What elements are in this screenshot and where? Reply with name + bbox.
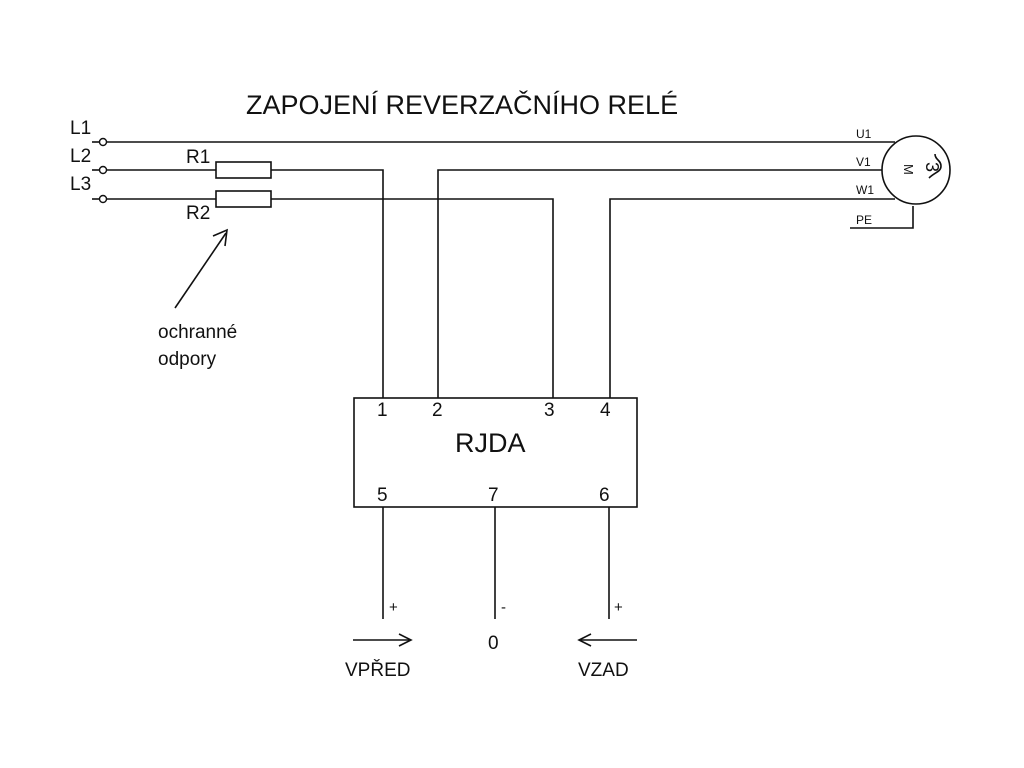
sign-pin6: +: [614, 599, 623, 616]
note-arrow-head-icon: [212, 228, 228, 247]
wire-pin4-W1: [609, 198, 895, 398]
forward-label: VPŘED: [345, 659, 410, 681]
motor-terminal-V1: V1: [856, 155, 871, 169]
motor-terminal-U1: U1: [856, 127, 872, 141]
motor-terminal-PE: PE: [856, 213, 872, 227]
motor-terminal-W1: W1: [856, 183, 874, 197]
wire-R2-pin3: [271, 198, 554, 398]
reverse-label: VZAD: [578, 660, 629, 681]
reverse-arrow-icon: [577, 633, 592, 647]
motor-ac-wave-icon: [928, 153, 942, 179]
wire-pin2-V1: [437, 169, 895, 398]
motor-letter: M: [901, 164, 916, 175]
relay-box: [353, 397, 638, 508]
relay-pin-3: 3: [544, 400, 555, 421]
relay-pin-4: 4: [600, 400, 611, 421]
relay-pin-1: 1: [377, 400, 388, 421]
label-L2: L2: [70, 146, 91, 167]
label-R1: R1: [186, 147, 210, 168]
wire-PE: [850, 206, 914, 229]
relay-pin-7: 7: [488, 485, 499, 506]
note-line-1: ochranné: [158, 322, 237, 343]
terminal-L2: [98, 165, 108, 175]
sign-pin5: +: [389, 599, 398, 616]
motor-icon: [881, 135, 951, 205]
diagram-title: ZAPOJENÍ REVERZAČNÍHO RELÉ: [246, 89, 678, 120]
relay-pin-6: 6: [599, 485, 610, 506]
wire-R1-pin1: [271, 169, 384, 398]
sign-pin7: -: [501, 599, 506, 616]
relay-label: RJDA: [455, 428, 526, 458]
terminal-L3: [98, 194, 108, 204]
zero-label: 0: [488, 633, 499, 654]
note-arrow-shaft: [174, 232, 227, 309]
motor-symbol-text: 3 M: [901, 162, 942, 175]
forward-arrow-icon: [398, 633, 413, 647]
label-R2: R2: [186, 203, 210, 224]
label-L3: L3: [70, 174, 91, 195]
relay-pin-2: 2: [432, 400, 443, 421]
resistor-R1: [215, 161, 272, 179]
resistor-R2: [215, 190, 272, 208]
label-L1: L1: [70, 118, 91, 139]
motor-phase-number: 3: [922, 162, 942, 172]
terminal-L1: [98, 137, 108, 147]
note-line-2: odpory: [158, 349, 217, 370]
relay-pin-5: 5: [377, 485, 388, 506]
